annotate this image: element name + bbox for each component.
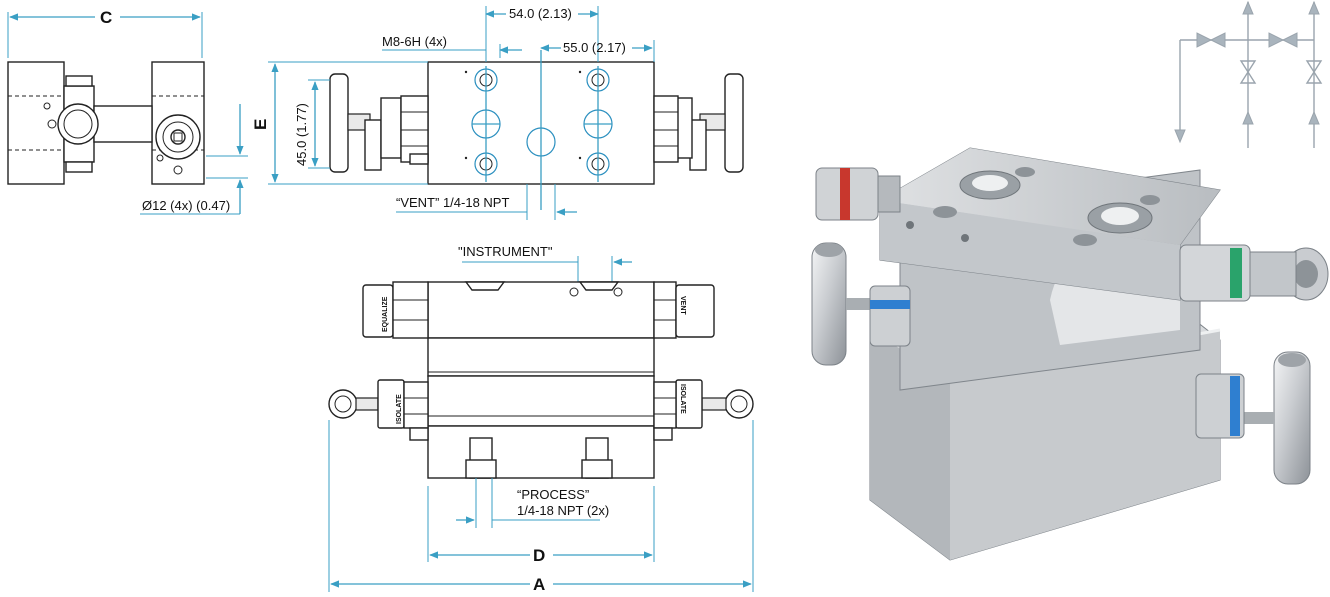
tag-isolate-right: ISOLATE: [679, 384, 686, 414]
process-label-2: 1/4-18 NPT (2x): [517, 503, 609, 518]
dim-spacing-right: 55.0 (2.17): [563, 40, 626, 55]
dim-d-label: D: [533, 546, 545, 565]
side-view: C Ø12 (4x) (0.47): [7, 8, 248, 215]
dim-a-label: A: [533, 575, 545, 594]
product-photo: [811, 147, 1329, 561]
top-view: 54.0 (2.13) M8-6H (4x) 55.0 (2.17) E 45.…: [251, 6, 744, 220]
dim-e-label: E: [251, 119, 270, 130]
instrument-label: "INSTRUMENT": [458, 244, 553, 259]
front-view: "INSTRUMENT" EQUALIZE VENT: [328, 244, 754, 594]
process-label-1: “PROCESS”: [517, 487, 589, 502]
valve-schematic: [1174, 0, 1323, 148]
dim-e-value: 45.0 (1.77): [294, 103, 309, 166]
tag-isolate-left: ISOLATE: [396, 394, 403, 424]
thread-label: M8-6H (4x): [382, 34, 447, 49]
tag-vent: VENT: [679, 296, 686, 315]
dim-c-label: C: [100, 8, 112, 27]
dim-spacing-top: 54.0 (2.13): [509, 6, 572, 21]
vent-port-label: “VENT” 1/4-18 NPT: [396, 195, 509, 210]
tag-equalize: EQUALIZE: [382, 296, 389, 332]
hole-diameter-label: Ø12 (4x) (0.47): [142, 198, 230, 213]
